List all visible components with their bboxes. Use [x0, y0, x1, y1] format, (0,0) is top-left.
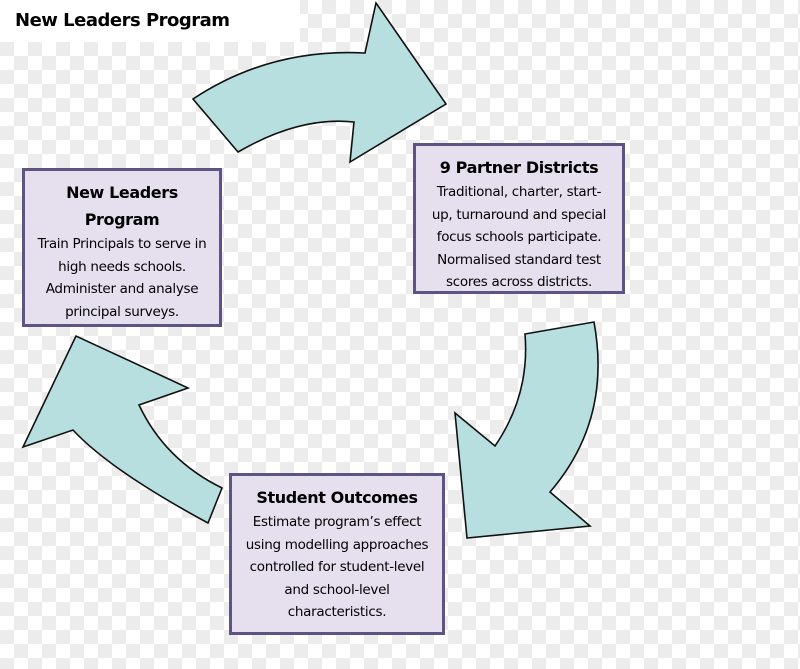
node-body-line: characteristics.: [287, 604, 387, 620]
node-body-line: using modelling approaches: [245, 536, 429, 553]
node-heading: 9 Partner Districts: [439, 158, 599, 177]
node-student-outcomes: Student Outcomes Estimate program’s effe…: [229, 473, 445, 635]
arrow-to-new-leaders-program: [21, 334, 224, 525]
node-body-line: Estimate program’s effect: [252, 514, 422, 530]
diagram-title: New Leaders Program: [15, 10, 230, 31]
node-body-line: Normalised standard test: [437, 251, 601, 268]
node-body-line: Train Principals to serve in: [37, 236, 207, 252]
node-body-line: and school-level: [284, 581, 390, 598]
node-body-line: scores across districts.: [446, 274, 592, 290]
arrow-to-partner-districts: [191, 1, 448, 164]
node-body-line: principal surveys.: [65, 303, 179, 320]
node-body-line: focus schools participate.: [436, 229, 602, 245]
node-body-line: high needs schools.: [58, 258, 186, 275]
node-body-line: up, turnaround and special: [431, 206, 607, 223]
arrow-to-student-outcomes: [454, 321, 599, 539]
node-heading: Student Outcomes: [256, 488, 418, 507]
node-heading: Program: [84, 210, 160, 229]
node-body-line: Traditional, charter, start-: [436, 184, 602, 200]
diagram-title-banner: New Leaders Program: [0, 0, 300, 42]
node-partner-districts: 9 Partner Districts Traditional, charter…: [413, 143, 625, 294]
node-body-line: Administer and analyse: [45, 281, 199, 297]
node-heading: New Leaders: [66, 183, 178, 202]
node-body-line: controlled for student-level: [249, 559, 425, 575]
node-new-leaders-program: New Leaders Program Train Principals to …: [22, 168, 222, 327]
